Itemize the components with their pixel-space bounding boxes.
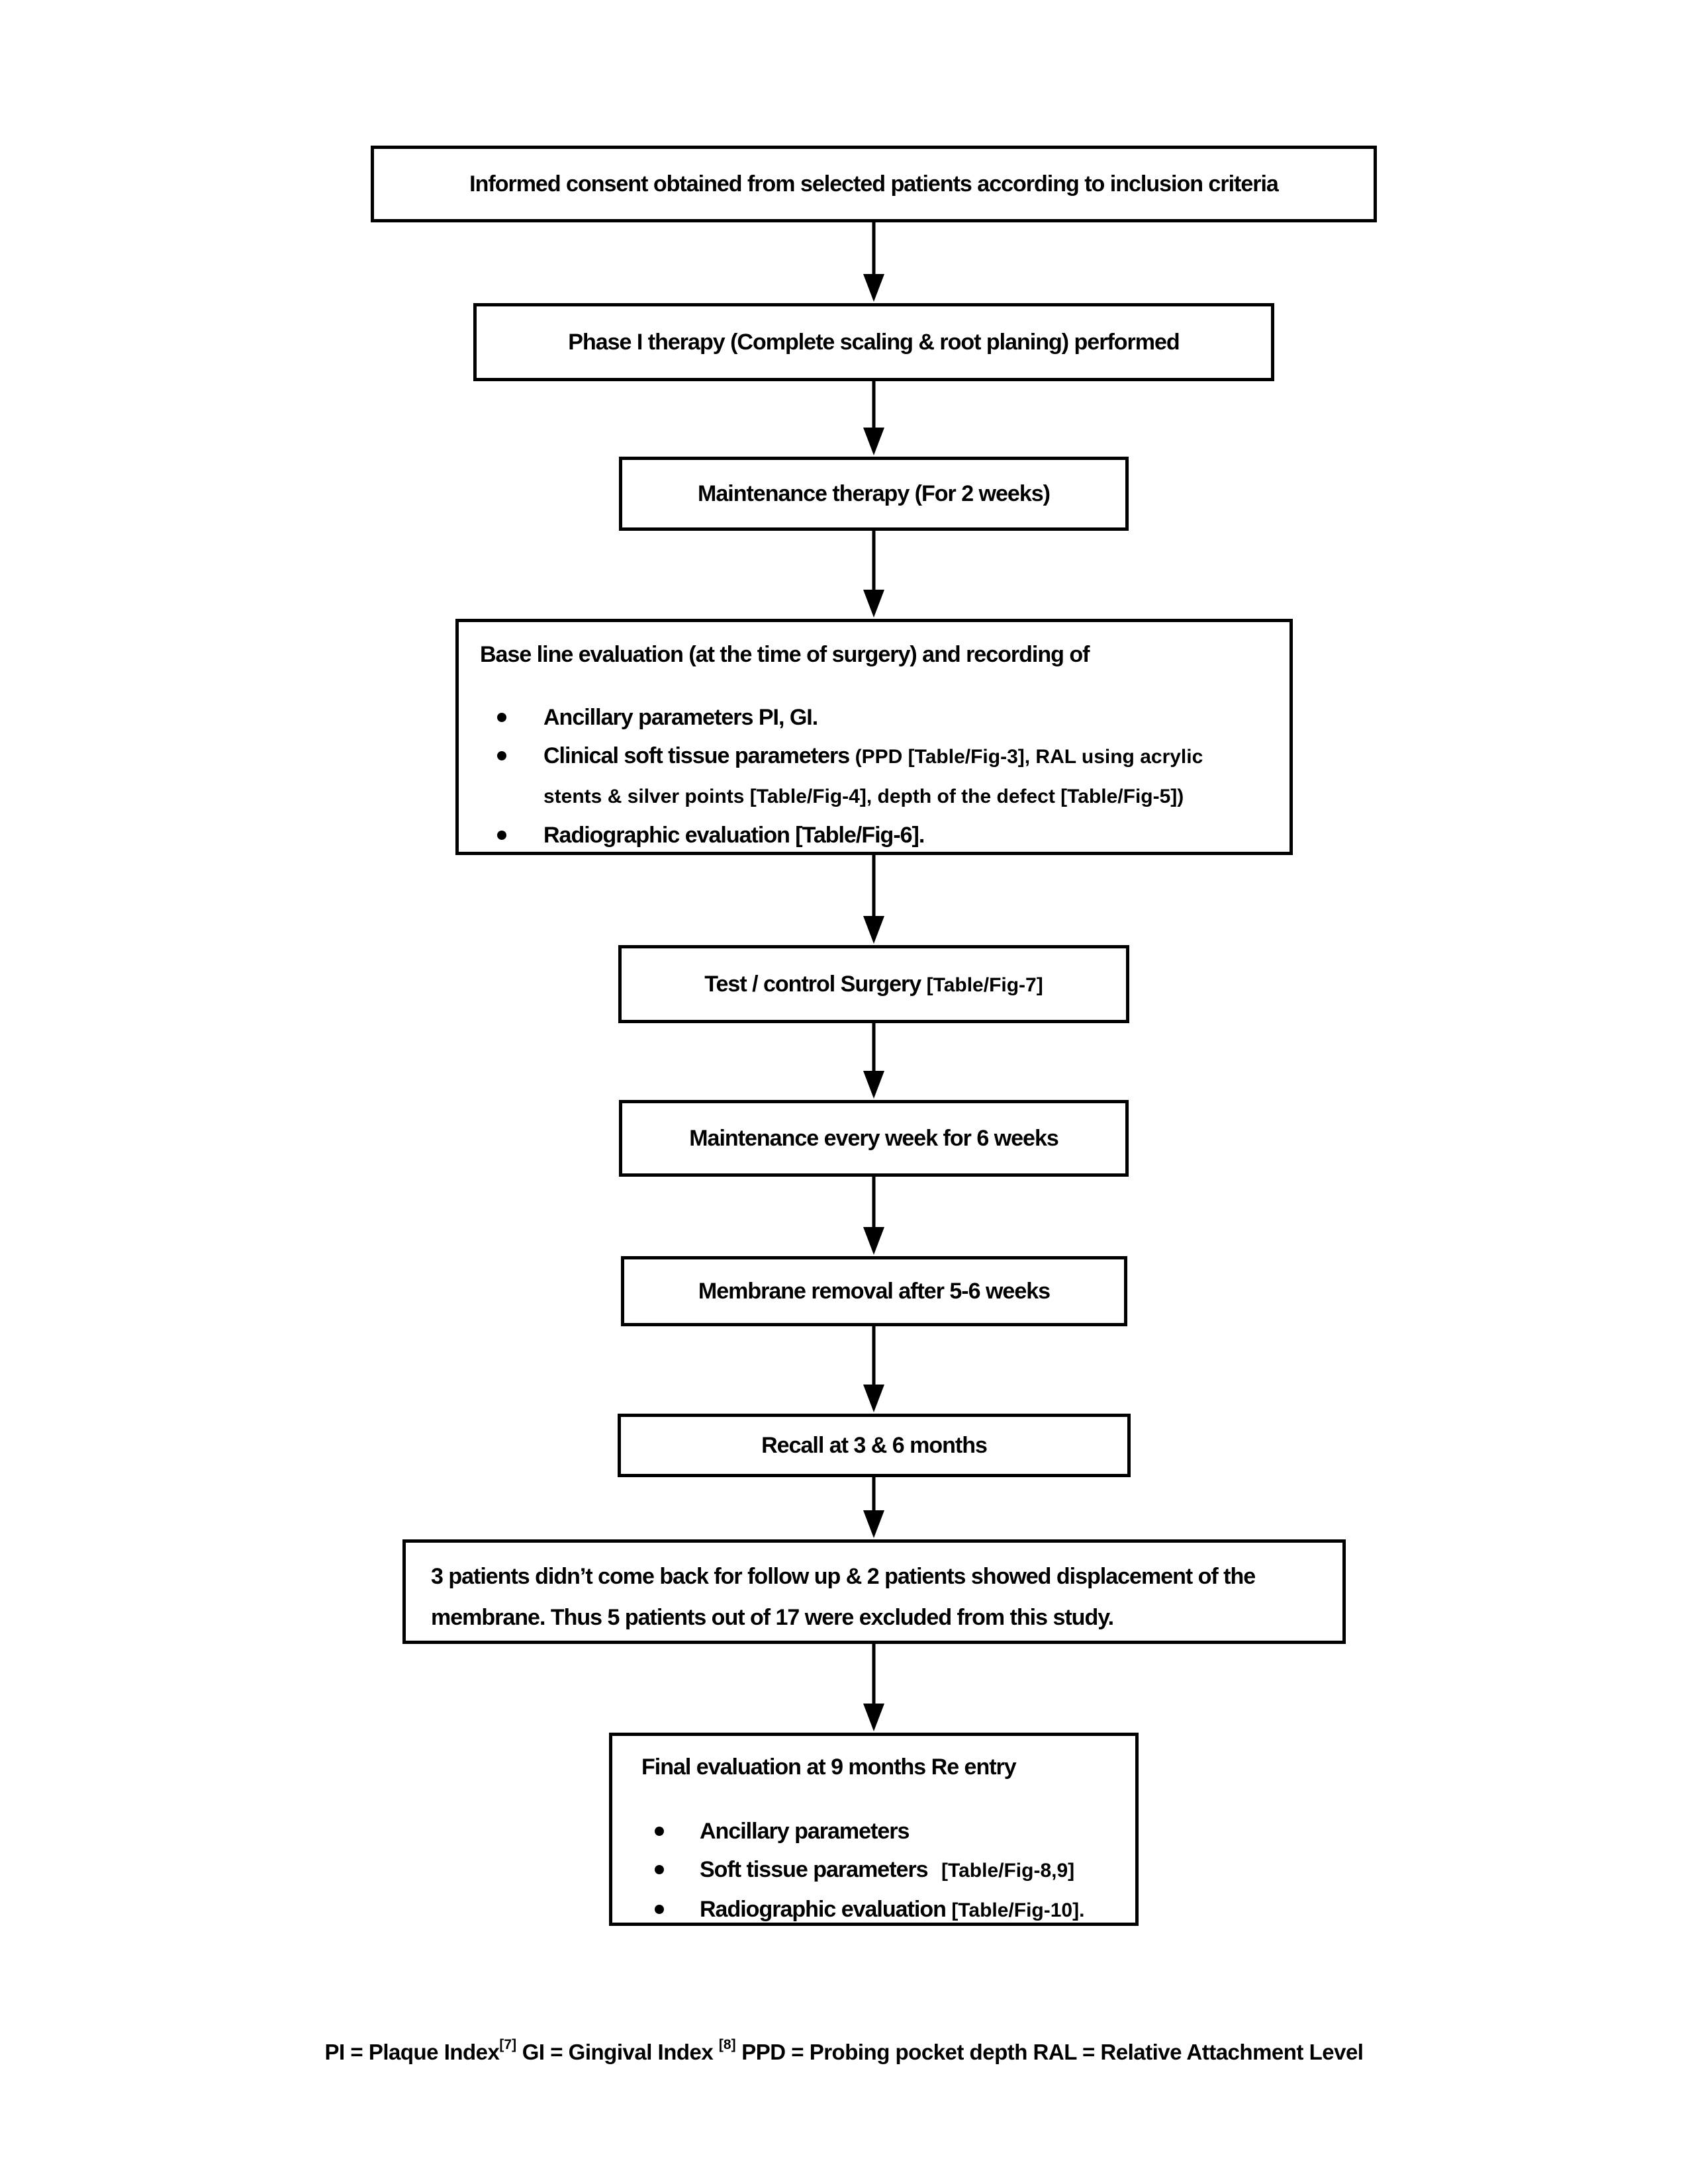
flow-node-membrane-removal: Membrane removal after 5-6 weeks <box>621 1256 1127 1326</box>
bullet-icon <box>655 1865 664 1874</box>
node-title: Final evaluation at 9 months Re entry <box>641 1754 1017 1780</box>
flow-arrow-6 <box>859 1177 888 1255</box>
arrow-shaft <box>872 855 876 919</box>
arrow-down-icon <box>863 1071 884 1099</box>
arrow-down-icon <box>863 1510 884 1538</box>
arrow-shaft <box>872 381 876 430</box>
node-text: Maintenance therapy (For 2 weeks) <box>698 480 1051 506</box>
arrow-shaft <box>872 222 876 277</box>
bullet-ref: (PPD [Table/Fig-3], RAL using acrylic st… <box>543 746 1203 807</box>
footer-legend: PI = Plaque Index[7] GI = Gingival Index… <box>0 2037 1688 2065</box>
flow-arrow-3 <box>859 531 888 617</box>
arrow-shaft <box>872 531 876 592</box>
node-text: Recall at 3 & 6 months <box>761 1432 988 1458</box>
flow-node-informed-consent: Informed consent obtained from selected … <box>371 146 1377 222</box>
bullet-icon <box>655 1827 664 1836</box>
bullet-ref: [Table/Fig-10]. <box>951 1899 1085 1921</box>
bullet-icon <box>655 1905 664 1914</box>
bullet-list: Ancillary parameters Soft tissue paramet… <box>641 1812 1109 1930</box>
arrow-shaft <box>872 1644 876 1706</box>
bullet-icon <box>497 831 506 840</box>
flow-arrow-1 <box>859 222 888 302</box>
list-item: Radiographic evaluation [Table/Fig-6]. <box>497 816 1263 854</box>
bullet-main: Clinical soft tissue parameters <box>543 743 855 768</box>
arrow-down-icon <box>863 1704 884 1731</box>
flow-arrow-5 <box>859 1023 888 1099</box>
node-text: Maintenance every week for 6 weeks <box>689 1125 1059 1151</box>
arrow-shaft <box>872 1177 876 1230</box>
list-item: Soft tissue parameters [Table/Fig-8,9] <box>655 1850 1109 1890</box>
flow-node-maintenance-6-weeks: Maintenance every week for 6 weeks <box>619 1100 1129 1177</box>
legend-superscript-7: [7] <box>499 2037 517 2052</box>
arrow-shaft <box>872 1477 876 1513</box>
flow-arrow-4 <box>859 855 888 944</box>
legend-superscript-8: [8] <box>718 2037 736 2052</box>
flow-arrow-8 <box>859 1477 888 1538</box>
flow-arrow-7 <box>859 1326 888 1412</box>
arrow-down-icon <box>863 1227 884 1255</box>
node-ref: [Table/Fig-7] <box>926 974 1043 996</box>
list-item: Ancillary parameters <box>655 1812 1109 1850</box>
arrow-down-icon <box>863 590 884 617</box>
flow-node-recall: Recall at 3 & 6 months <box>618 1414 1131 1477</box>
flow-arrow-9 <box>859 1644 888 1731</box>
legend-segment: PI = Plaque Index <box>324 2040 500 2064</box>
bullet-icon <box>497 751 506 760</box>
node-title: Base line evaluation (at the time of sur… <box>480 642 1090 667</box>
node-text: Test / control Surgery <box>704 971 927 997</box>
legend-segment: PPD = Probing pocket depth RAL = Relativ… <box>735 2040 1364 2064</box>
node-text: 3 patients didn’t come back for follow u… <box>431 1564 1256 1630</box>
bullet-main: Ancillary parameters <box>700 1819 910 1844</box>
list-item: Clinical soft tissue parameters (PPD [Ta… <box>497 737 1263 816</box>
flow-node-final-evaluation: Final evaluation at 9 months Re entry An… <box>609 1733 1139 1926</box>
flow-node-phase1-therapy: Phase I therapy (Complete scaling & root… <box>473 303 1274 381</box>
flow-node-excluded-patients: 3 patients didn’t come back for follow u… <box>402 1539 1346 1644</box>
flow-arrow-2 <box>859 381 888 455</box>
flow-node-test-control-surgery: Test / control Surgery [Table/Fig-7] <box>618 945 1129 1023</box>
bullet-main: Ancillary parameters PI, GI. <box>543 705 818 730</box>
list-item: Radiographic evaluation [Table/Fig-10]. <box>655 1890 1109 1930</box>
arrow-down-icon <box>863 916 884 944</box>
flow-node-maintenance-2-weeks: Maintenance therapy (For 2 weeks) <box>619 457 1129 531</box>
arrow-shaft <box>872 1326 876 1387</box>
arrow-shaft <box>872 1023 876 1073</box>
node-text: Phase I therapy (Complete scaling & root… <box>568 329 1180 355</box>
legend-segment: GI = Gingival Index <box>516 2040 719 2064</box>
flow-node-baseline-evaluation: Base line evaluation (at the time of sur… <box>455 619 1293 855</box>
bullet-main: Radiographic evaluation [Table/Fig-6]. <box>543 823 925 848</box>
arrow-down-icon <box>863 428 884 455</box>
node-text: Membrane removal after 5-6 weeks <box>698 1278 1051 1304</box>
list-item: Ancillary parameters PI, GI. <box>497 698 1263 737</box>
bullet-icon <box>497 713 506 722</box>
bullet-main: Radiographic evaluation <box>700 1897 952 1922</box>
bullet-ref: [Table/Fig-8,9] <box>941 1860 1075 1882</box>
bullet-main: Soft tissue parameters <box>700 1857 934 1882</box>
arrow-down-icon <box>863 1385 884 1412</box>
bullet-list: Ancillary parameters PI, GI. Clinical so… <box>480 698 1263 854</box>
node-text: Informed consent obtained from selected … <box>469 171 1279 197</box>
arrow-down-icon <box>863 274 884 302</box>
